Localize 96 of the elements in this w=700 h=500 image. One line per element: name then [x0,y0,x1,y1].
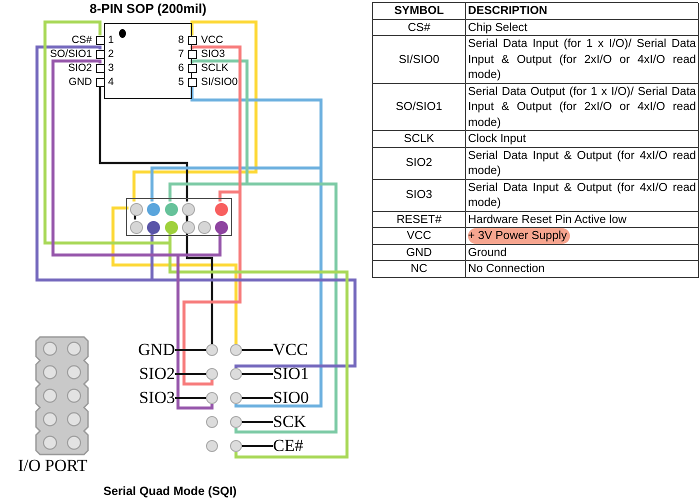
leader-line [242,349,273,351]
header-pin [230,368,242,380]
header-pin [182,202,194,216]
table-cell: VCC [373,228,466,244]
pin-label: SIO3 [120,388,175,408]
pin-header [126,198,232,236]
table-cell: CS# [373,20,466,36]
pin-name: GND [68,76,92,88]
pin-label: SCK [273,412,335,432]
leader-line [175,373,206,375]
table-cell: Chip Select [466,20,699,36]
table-cell: SIO3 [373,180,466,212]
pin-name: SIO3 [201,48,226,60]
table-cell: RESET# [373,212,466,228]
pin-pad [96,64,104,72]
header-pin [164,220,178,234]
pin-pad [188,64,197,72]
pin-pad [188,36,197,44]
table-cell: Serial Data Output (for 1 x I/O)/ Serial Data Input & Output (for 2xI/O or 4xI/O read mode) [466,84,699,131]
wire [44,20,172,244]
wire [150,166,322,408]
pin-number: 8 [177,34,184,46]
pin-number: 1 [108,34,115,46]
table-cell: SCLK [373,131,466,148]
wire [150,232,356,370]
pin-pad [188,50,197,58]
pin-name: VCC [201,34,224,46]
header-pin [146,220,160,234]
pin-label: CE# [273,436,335,456]
table-cell: GND [373,244,466,261]
header-pin [230,416,242,428]
pin-name: SIO2 [67,62,92,74]
header-pin [230,440,242,452]
header-pin [164,202,178,216]
pin-name: SCLK [201,62,230,74]
pin-name: CS# [70,34,92,46]
pin-number: 2 [108,48,115,60]
table-header-cell: SYMBOL [373,3,466,20]
header-pin [198,220,210,234]
header-pin [214,202,228,216]
table-cell: No Connection [466,261,699,278]
table-cell: Ground [466,244,699,261]
leader-line [175,397,206,399]
leader-line [242,445,273,447]
caption: Serial Quad Mode (SQI) [102,484,238,498]
header-pin [206,440,218,452]
header-pin [130,202,142,216]
header-pin [206,368,218,380]
pin-name: SO/SIO1 [48,48,92,60]
pin-name: SI/SIO0 [201,76,239,88]
wire [98,86,188,202]
table-cell: SI/SIO0 [373,36,466,84]
pin-label: SIO1 [273,364,335,384]
header-pin [230,344,242,356]
pin-number: 6 [177,62,184,74]
chip-title: 8-PIN SOP (200mil) [88,1,208,16]
pin-label: SIO0 [273,388,335,408]
wire [36,46,154,282]
table-header-cell: DESCRIPTION [466,3,699,20]
table-cell: NC [373,261,466,278]
pin-number: 3 [108,62,115,74]
pin-number: 4 [108,76,115,88]
header-pin [130,220,142,234]
leader-line [175,349,206,351]
pin-number: 5 [177,76,184,88]
header-pin [230,392,242,404]
table-cell: SIO2 [373,148,466,180]
pin-pad [96,50,104,58]
header-pin [182,220,194,234]
port-label: I/O PORT [18,456,88,476]
pin-pad [96,78,104,86]
table-cell: Clock Input [466,131,699,148]
highlighted-text: + 3V Power Supply [468,228,570,244]
header-pin [206,392,218,404]
table-cell: Serial Data Input (for 1 x I/O)/ Serial Data Input & Output (for 2xI/O or 4xI/O read mode) [466,36,699,84]
table-cell: SO/SIO1 [373,84,466,131]
header-pin [146,202,160,216]
wire [182,190,242,386]
wire [132,20,258,202]
table-cell: Serial Data Input & Output (for 4xI/O read mode) [466,148,699,180]
pin-label: GND [120,340,175,360]
leader-line [242,373,273,375]
pin-label: VCC [273,340,335,360]
wire [112,206,238,344]
header-pin [206,344,218,356]
table-cell: Serial Data Input & Output (for 4xI/O read mode) [466,180,699,212]
header-pin [206,416,218,428]
wire [168,182,338,434]
pin-label: SIO2 [120,364,175,384]
leader-line [242,397,273,399]
leader-line [242,421,273,423]
header-pin [214,220,228,234]
pin-number: 7 [177,48,184,60]
wire [176,232,222,410]
pin-pad [96,36,104,44]
pin-pad [188,78,197,86]
